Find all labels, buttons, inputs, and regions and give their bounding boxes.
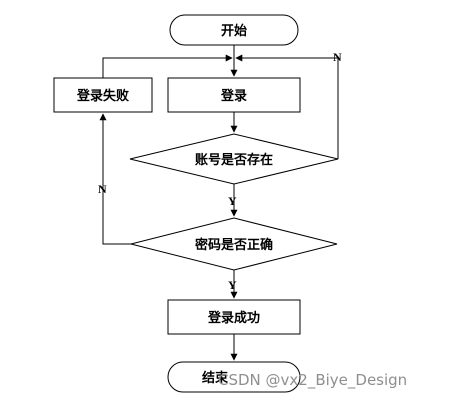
connectors (99, 45, 339, 361)
start-label: 开始 (221, 23, 247, 39)
password-correct-label: 密码是否正确 (194, 237, 273, 253)
end-terminal: 结束 (167, 361, 301, 393)
account-exists-decision: 账号是否存在 (129, 133, 339, 185)
end-label: 结束 (202, 370, 229, 386)
label-account-yes: Y (228, 194, 237, 208)
edge-password-no (99, 113, 131, 245)
login-success-box: 登录成功 (167, 299, 301, 335)
watermark-text: CSDN @vx2_Biye_Design (218, 371, 408, 389)
edge-account-no (235, 54, 339, 159)
password-correct-decision: 密码是否正确 (130, 217, 338, 271)
login-failed-label: 登录失败 (76, 88, 129, 104)
login-failed-box: 登录失败 (53, 77, 153, 113)
login-label: 登录 (220, 88, 247, 104)
label-password-yes: Y (228, 278, 237, 292)
start-terminal: 开始 (169, 14, 299, 46)
label-password-no: N (98, 182, 107, 196)
edge-failed-to-login (102, 54, 233, 78)
login-box: 登录 (167, 77, 301, 113)
label-account-no: N (333, 50, 342, 64)
account-exists-label: 账号是否存在 (195, 152, 273, 168)
login-success-label: 登录成功 (207, 310, 260, 326)
